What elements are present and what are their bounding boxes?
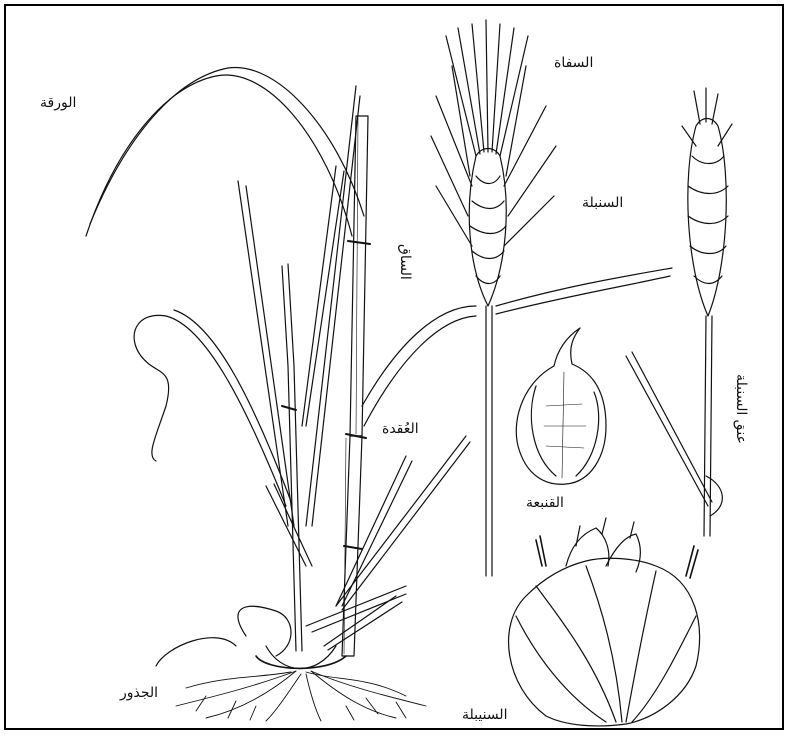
awnless-spike-drawing [626,88,732,536]
plant-drawing [86,67,476,668]
label-roots: الجذور [120,686,158,700]
label-node: العُقدة [382,422,419,436]
label-stem: الساق [398,244,412,280]
label-spike: السنبلة [582,196,623,210]
wheat-plant-illustration [6,6,786,732]
glume-drawing [516,328,606,484]
label-spike-neck: عنق السنبلة [734,374,748,444]
figure-frame: الورقة السفاة السنبلة الساق العُقدة عنق … [4,4,784,730]
spikelet-drawing [509,518,700,726]
label-leaf: الورقة [40,96,76,110]
label-awn: السفاة [554,56,593,70]
label-glume: القنبعة [526,496,564,510]
roots-drawing [176,671,426,721]
awned-spike-drawing [431,20,672,576]
label-spikelet: السنيبلة [462,708,507,722]
